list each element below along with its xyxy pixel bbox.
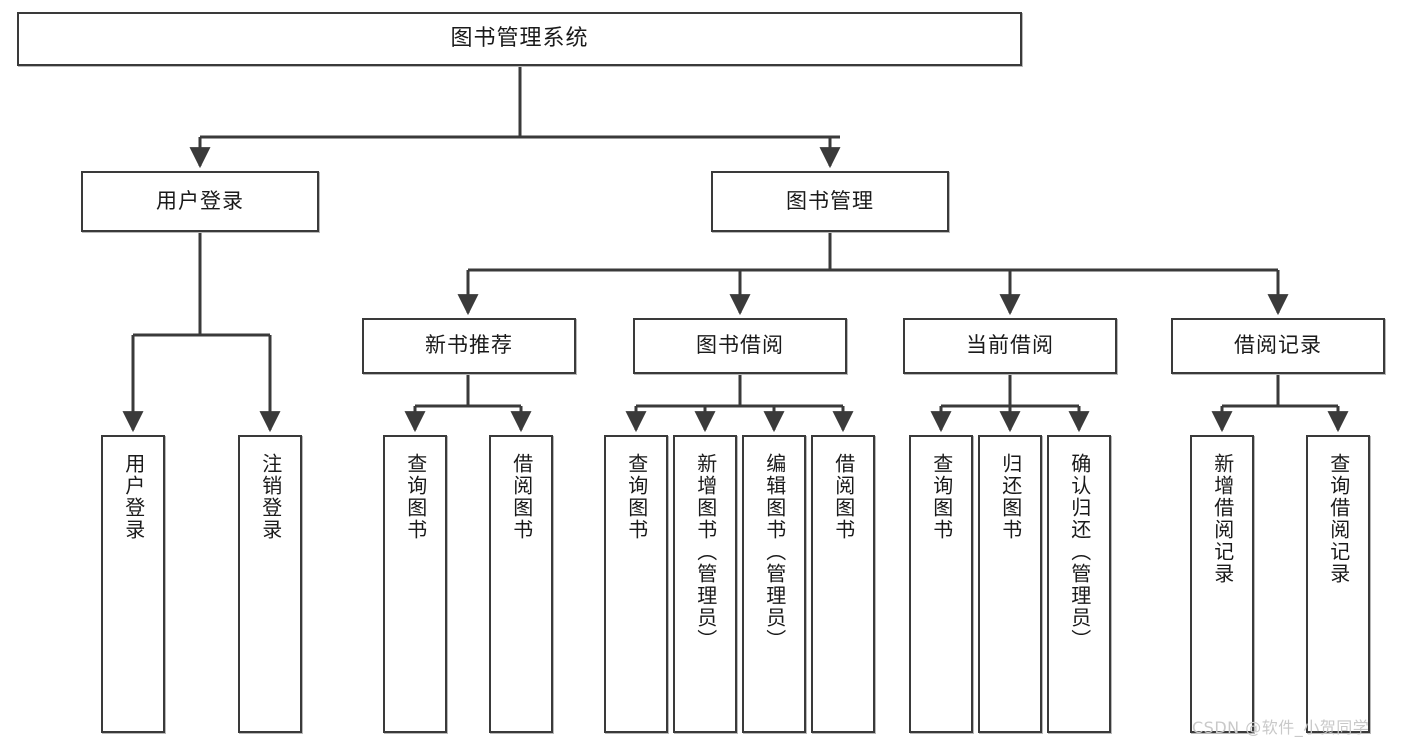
node-label: 查询借阅记录 xyxy=(1326,453,1351,585)
leaf-user-login-logout[interactable]: 注销登录 xyxy=(238,435,302,733)
node-label: 确认归还（管理员） xyxy=(1067,453,1092,651)
node-label: 查询图书 xyxy=(624,453,649,541)
node-book-borrow[interactable]: 图书借阅 xyxy=(633,318,847,374)
node-label: 查询图书 xyxy=(929,453,954,541)
leaf-recommend-query-book[interactable]: 查询图书 xyxy=(383,435,447,733)
node-current-borrow[interactable]: 当前借阅 xyxy=(903,318,1117,374)
node-label: 归还图书 xyxy=(998,453,1023,541)
leaf-borrow-edit-book-admin[interactable]: 编辑图书（管理员） xyxy=(742,435,806,733)
node-label: 编辑图书（管理员） xyxy=(762,453,787,651)
leaf-borrow-query-book[interactable]: 查询图书 xyxy=(604,435,668,733)
node-label: 图书管理 xyxy=(786,188,874,213)
leaf-record-add-record[interactable]: 新增借阅记录 xyxy=(1190,435,1254,733)
node-label: 当前借阅 xyxy=(966,333,1054,358)
node-label: 图书管理系统 xyxy=(450,25,589,51)
node-user-login[interactable]: 用户登录 xyxy=(81,171,319,232)
node-label: 用户登录 xyxy=(121,453,146,541)
node-label: 新增借阅记录 xyxy=(1210,453,1235,585)
node-label: 新书推荐 xyxy=(425,333,513,358)
leaf-user-login-login[interactable]: 用户登录 xyxy=(101,435,165,733)
leaf-record-query-record[interactable]: 查询借阅记录 xyxy=(1306,435,1370,733)
node-label: 用户登录 xyxy=(156,188,244,213)
node-borrow-record[interactable]: 借阅记录 xyxy=(1171,318,1385,374)
leaf-borrow-borrow-book[interactable]: 借阅图书 xyxy=(811,435,875,733)
node-label: 查询图书 xyxy=(403,453,428,541)
leaf-recommend-borrow-book[interactable]: 借阅图书 xyxy=(489,435,553,733)
node-label: 新增图书（管理员） xyxy=(693,453,718,651)
node-label: 借阅图书 xyxy=(509,453,534,541)
node-label: 注销登录 xyxy=(258,453,283,541)
leaf-current-confirm-return-admin[interactable]: 确认归还（管理员） xyxy=(1047,435,1111,733)
node-label: 借阅记录 xyxy=(1234,333,1322,358)
leaf-current-return-book[interactable]: 归还图书 xyxy=(978,435,1042,733)
leaf-borrow-add-book-admin[interactable]: 新增图书（管理员） xyxy=(673,435,737,733)
node-label: 借阅图书 xyxy=(831,453,856,541)
node-label: 图书借阅 xyxy=(696,333,784,358)
node-book-management[interactable]: 图书管理 xyxy=(711,171,949,232)
node-root-system[interactable]: 图书管理系统 xyxy=(17,12,1022,66)
leaf-current-query-book[interactable]: 查询图书 xyxy=(909,435,973,733)
node-new-book-recommend[interactable]: 新书推荐 xyxy=(362,318,576,374)
